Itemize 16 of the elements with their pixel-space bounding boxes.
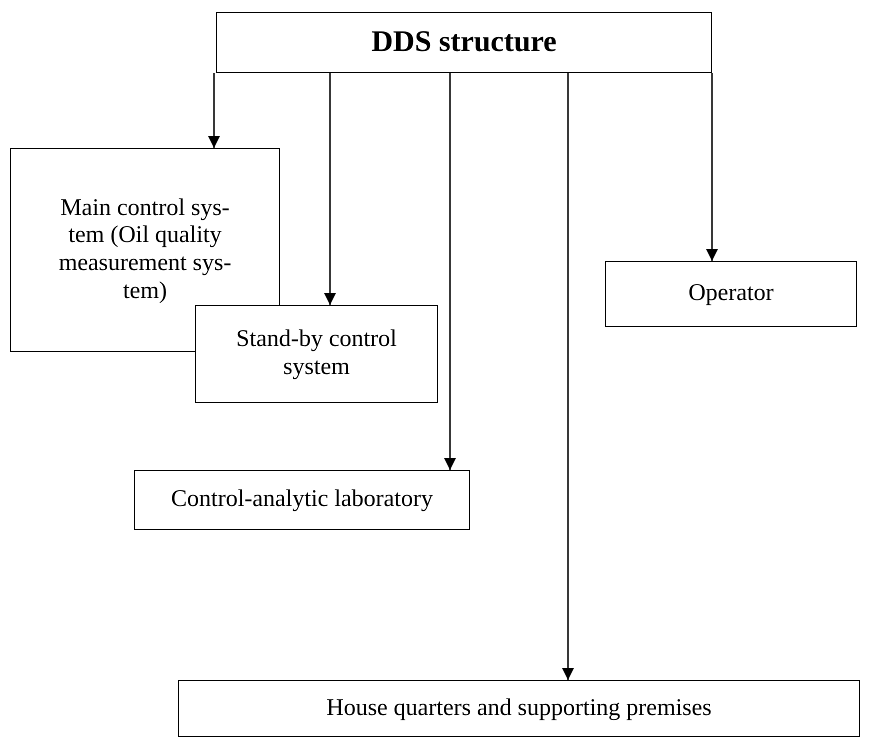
org-box (195, 305, 438, 403)
unit-text: Operator (688, 280, 774, 308)
arrow (208, 73, 220, 148)
org-box (134, 470, 470, 530)
org-box (605, 261, 857, 327)
arrow (562, 73, 574, 680)
unit-text: Main control sys-tem (Oil quality measurement sys-tem) (58, 194, 232, 306)
arrow (706, 73, 718, 261)
org-box (216, 12, 712, 73)
arrow (324, 73, 336, 305)
title-text: DDS structure (371, 25, 557, 60)
unit-text: Control-analytic laboratory (171, 486, 433, 514)
unit-text: House quarters and supporting premises (326, 694, 712, 722)
org-box (178, 680, 860, 737)
arrow (444, 73, 456, 470)
unit-text: Stand-by control system (235, 326, 398, 382)
